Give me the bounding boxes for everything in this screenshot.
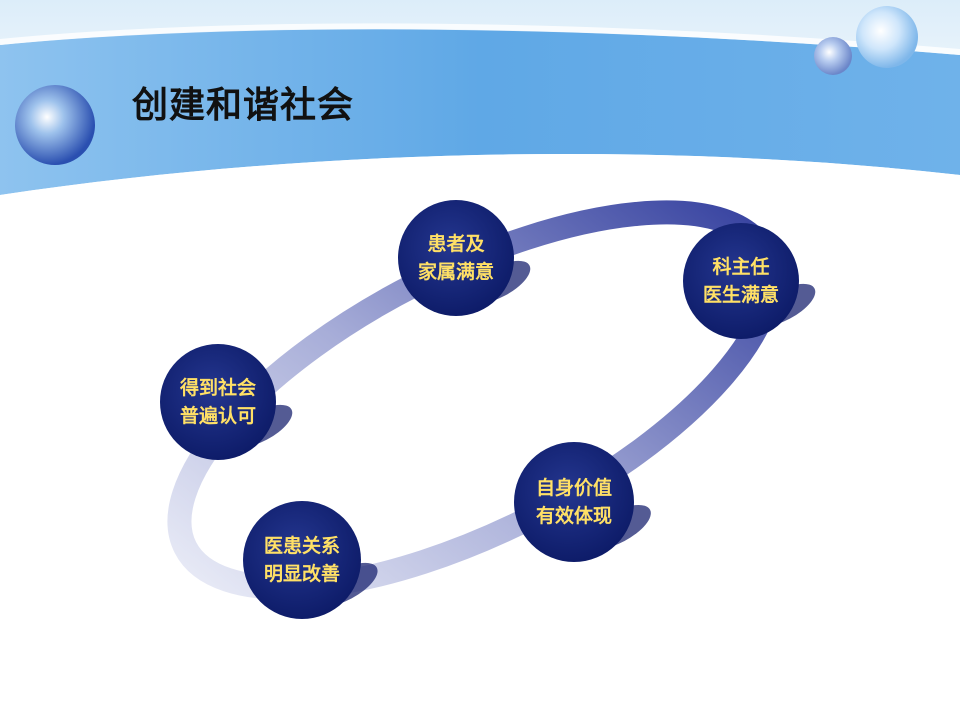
slide-title: 创建和谐社会 bbox=[132, 85, 355, 126]
node-label-line: 医生满意 bbox=[703, 283, 779, 306]
node-label-line: 普遍认可 bbox=[180, 404, 256, 427]
node-label-line: 患者及 bbox=[427, 232, 485, 255]
node-circle bbox=[160, 344, 276, 460]
node-circle bbox=[683, 223, 799, 339]
node-circle bbox=[514, 442, 634, 562]
node-label-line: 自身价值 bbox=[536, 476, 612, 499]
node-label-line: 有效体现 bbox=[536, 504, 612, 527]
node-label-line: 医患关系 bbox=[264, 534, 340, 557]
node-label-line: 家属满意 bbox=[418, 260, 494, 283]
node-circle bbox=[398, 200, 514, 316]
node-label-line: 得到社会 bbox=[179, 376, 256, 399]
nodes-layer: 患者及家属满意科主任医生满意自身价值有效体现医患关系明显改善得到社会普遍认可 bbox=[160, 200, 816, 619]
node-label-line: 明显改善 bbox=[264, 562, 340, 585]
header-decoration bbox=[0, 0, 960, 210]
node-label-line: 科主任 bbox=[712, 255, 769, 278]
node-circle bbox=[243, 501, 361, 619]
